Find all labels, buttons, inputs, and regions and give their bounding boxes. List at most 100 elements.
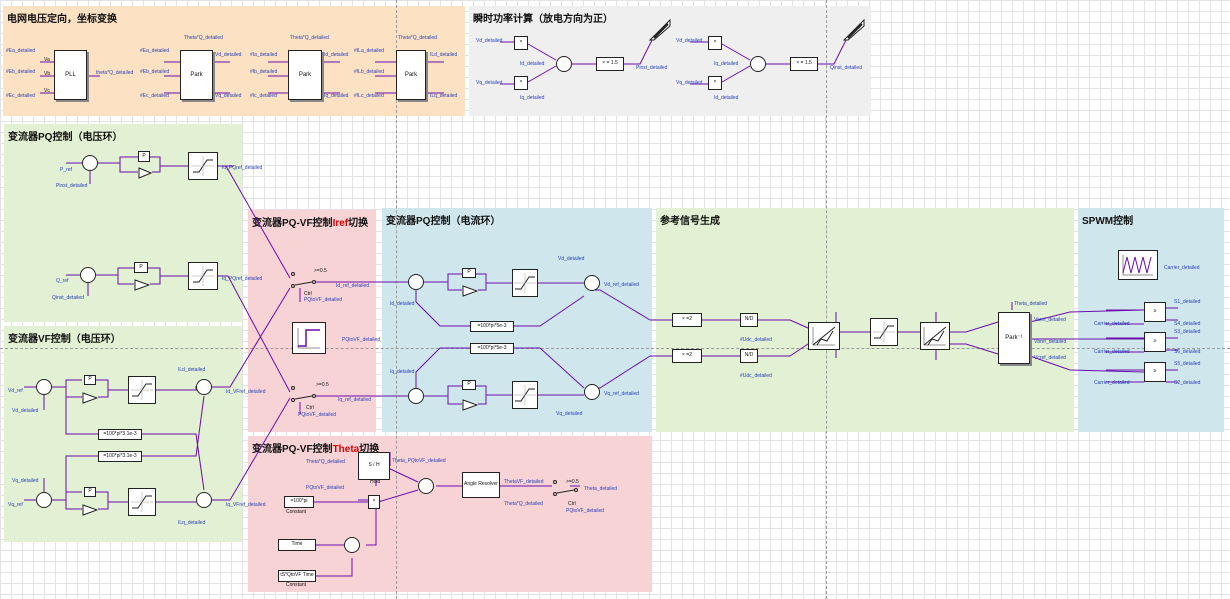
limiter-block[interactable] <box>512 269 538 297</box>
signal-iq: Iq_detailed <box>714 61 739 67</box>
signal-vq-ref-det: Vq_ref_detailed <box>604 391 640 397</box>
multiplier-block[interactable]: × <box>708 76 722 90</box>
signal-ilq: ILq_detailed <box>430 93 458 99</box>
signal-vcml: Vcref_detailed <box>1034 355 1066 361</box>
cross-coupling-gain-block[interactable]: =100*pi*3.1e-3 <box>98 451 142 462</box>
signal-vq: Vq_detailed <box>676 80 703 86</box>
multiplier-block[interactable]: × <box>368 495 380 509</box>
polar-converter-block[interactable] <box>920 322 950 350</box>
cross-coupling-gain-block[interactable]: =100*pi*3.1e-3 <box>98 429 142 440</box>
switch-threshold: >=0.5 <box>314 268 327 274</box>
inverse-park-block[interactable]: Park⁻¹ <box>998 312 1030 364</box>
summing-junction <box>344 537 360 553</box>
signal-theta: theta*Q_detailed <box>96 70 134 76</box>
p-gain-block[interactable]: P <box>462 268 476 278</box>
signal-theta-q: Theta*Q_detailed <box>306 459 345 465</box>
gain-block[interactable]: × = 1.5 <box>790 57 818 71</box>
multiplier-block[interactable]: × <box>708 36 722 50</box>
carrier-generator-block[interactable] <box>1118 250 1158 280</box>
summing-junction <box>584 275 600 291</box>
signal-ib: #Ib_detailed <box>250 69 278 75</box>
data-label-tag-icon <box>842 18 866 47</box>
step-source-block[interactable] <box>292 322 326 354</box>
region-iref-switch: 变流器PQ-VF控制Iref切换 <box>248 210 376 432</box>
p-gain-block[interactable]: P <box>138 151 150 162</box>
signal-id: Id_detailed <box>390 301 415 307</box>
park-block[interactable]: Park <box>180 50 213 100</box>
limiter-block[interactable] <box>188 152 218 180</box>
triangle-wave-icon <box>1122 255 1153 276</box>
gain-block[interactable]: × =2 <box>672 313 702 327</box>
constant-label: Constant <box>286 509 307 515</box>
signal-pinst: Pinst_detailed <box>56 183 88 189</box>
cross-coupling-gain-block[interactable]: =100*pi*5e-3 <box>470 343 514 354</box>
signal-id: Id_detailed <box>520 61 545 67</box>
divider-block[interactable]: N/D <box>740 313 758 327</box>
switch-ctrl-label: Ctrl <box>568 501 576 507</box>
constant-block[interactable]: =100*pi <box>284 496 314 508</box>
limiter-block[interactable] <box>188 262 218 290</box>
signal-qinst: Qinst_detailed <box>830 65 862 71</box>
integrator-icon <box>138 166 153 184</box>
p-gain-block[interactable]: P <box>134 262 148 273</box>
multiplier-block[interactable]: × <box>514 36 528 50</box>
switch-icon[interactable] <box>290 384 318 409</box>
signal-pqtovf: PQtoVF_detailed <box>342 337 381 343</box>
region-title: 电网电压定向，坐标变换 <box>7 14 117 25</box>
summing-junction <box>82 155 98 171</box>
signal-theta-det: Theta_detailed <box>1014 301 1048 307</box>
summing-junction <box>196 379 212 395</box>
summing-junction <box>556 56 572 72</box>
signal-vq-ref: Vq_ref <box>8 502 23 508</box>
angle-resolver-block[interactable]: Angle Resolver <box>462 472 500 498</box>
signal-theta-q: Theta*Q_detailed <box>504 501 543 507</box>
cross-coupling-gain-block[interactable]: =100*pi*5e-3 <box>470 321 514 332</box>
signal-theta-q: Theta*Q_detailed <box>290 35 329 41</box>
switch-icon[interactable] <box>552 478 580 503</box>
divider-block[interactable]: N/D <box>740 349 758 363</box>
signal-ilq: ILq_detailed <box>178 520 206 526</box>
summing-junction <box>408 388 424 404</box>
signal-iq-pq: Iq_PQref_detailed <box>222 276 263 282</box>
signal-qinst: Qinst_detailed <box>52 295 84 301</box>
comparator-block[interactable]: ≥ <box>1144 332 1166 352</box>
p-gain-block[interactable]: P <box>462 380 476 390</box>
time-block[interactable]: Time <box>278 539 316 551</box>
gain-block[interactable]: × = 1.5 <box>596 57 624 71</box>
limiter-icon <box>514 273 536 293</box>
switch-threshold: >=0.5 <box>316 382 329 388</box>
p-gain-block[interactable]: P <box>84 375 96 385</box>
region-title: 变流器PQ-VF控制Iref切换 <box>252 214 368 229</box>
gain-block[interactable]: × =2 <box>672 349 702 363</box>
signal-vq: Vq_detailed <box>215 93 242 99</box>
title-highlight: Iref <box>332 218 349 229</box>
pll-port-vc: Vc <box>44 88 50 94</box>
p-gain-block[interactable]: P <box>84 487 96 497</box>
limiter-block[interactable] <box>128 376 156 404</box>
signal-vd-ref-det: Vd_ref_detailed <box>604 282 640 288</box>
limiter-block[interactable] <box>870 318 898 346</box>
signal-s1: S1_detailed <box>1174 299 1201 305</box>
comparator-block[interactable]: ≥ <box>1144 302 1166 322</box>
signal-s5: S5_detailed <box>1174 361 1201 367</box>
pll-block[interactable]: PLL <box>54 50 87 100</box>
polar-converter-block[interactable] <box>808 322 840 350</box>
region-title: 瞬时功率计算（放电方向为正） <box>473 14 613 25</box>
region-title: 变流器PQ控制（电流环） <box>386 216 501 227</box>
region-theta-switch: 变流器PQ-VF控制Theta切换 <box>248 436 652 592</box>
limiter-block[interactable] <box>512 381 538 409</box>
switch-icon[interactable] <box>290 270 318 295</box>
comparator-block[interactable]: ≥ <box>1144 362 1166 382</box>
sample-hold-block[interactable]: S / H <box>358 452 390 480</box>
title-highlight: Theta <box>332 444 360 455</box>
region-title: 参考信号生成 <box>660 216 720 227</box>
multiplier-block[interactable]: × <box>514 76 528 90</box>
signal-ia: #Ia_detailed <box>250 52 278 58</box>
park-block[interactable]: Park <box>288 50 322 100</box>
constant-block[interactable]: tS*QtoVF Time <box>278 570 316 582</box>
signal-carrier: Carrier_detailed <box>1094 380 1130 386</box>
park-block[interactable]: Park <box>396 50 426 100</box>
signal-vd: Vd_detailed <box>215 52 242 58</box>
limiter-icon <box>192 156 214 176</box>
limiter-block[interactable] <box>128 488 156 516</box>
